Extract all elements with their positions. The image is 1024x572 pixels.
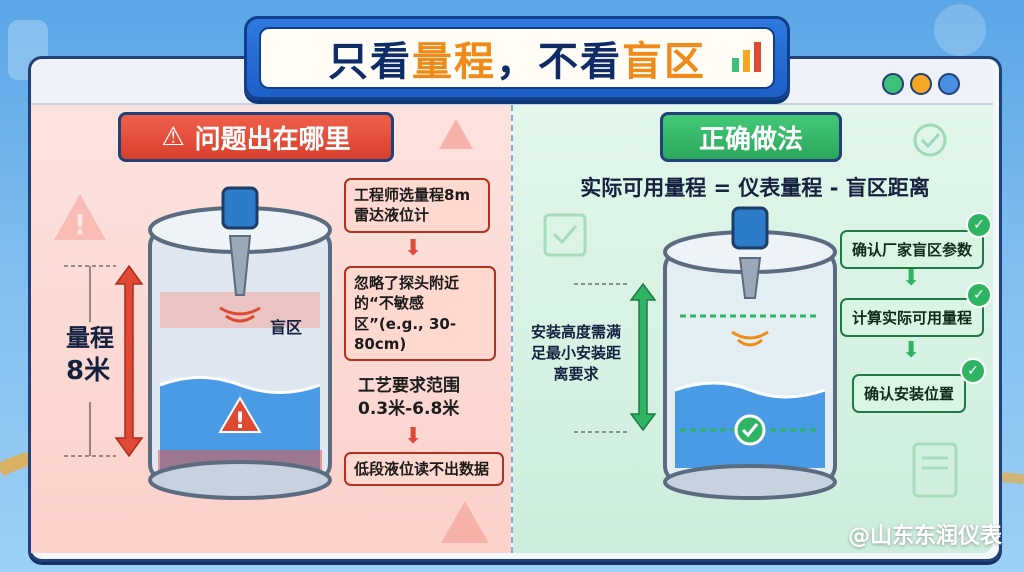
window-dot-blue [938, 73, 960, 95]
step-confirm-location: 确认安装位置 [852, 374, 967, 413]
window-dot-green [882, 73, 904, 95]
warning-icon: ⚠ [161, 122, 185, 152]
problem-header: ⚠问题出在哪里 [118, 112, 394, 162]
callout-ignored-blind-zone: 忽略了探头附近的“不敏感区”(e.g., 30-80cm) [344, 266, 496, 361]
check-icon: ✓ [966, 212, 992, 238]
title-banner: 只看量程，不看盲区 [244, 16, 790, 100]
watermark: @山东东润仪表 [847, 524, 1002, 549]
step-confirm-blind-zone: 确认厂家盲区参数 [840, 230, 985, 269]
warning-icon-decor [441, 501, 489, 543]
range-value: 8米 [66, 356, 111, 386]
range-bracket [64, 265, 116, 457]
tank-right [663, 206, 837, 500]
down-arrow-icon: ⬇ [404, 236, 423, 261]
tank-left: ! [148, 186, 332, 500]
check-icon-decor [913, 123, 947, 157]
callout-low-level-fail: 低段液位读不出数据 [344, 452, 504, 487]
callout-process-range: 工艺要求范围0.3米-6.8米 [358, 376, 460, 419]
install-note: 安装高度需满足最小安装距离要求 [530, 323, 621, 383]
check-icon: ✓ [966, 282, 992, 308]
solution-header: 正确做法 [660, 112, 842, 162]
bar-chart-icon [732, 42, 761, 72]
page-title: 只看量程，不看盲区 [328, 39, 706, 85]
callout-engineer-choice: 工程师选量程8m雷达液位计 [344, 178, 490, 233]
svg-text:!: ! [235, 409, 245, 434]
range-arrow [114, 264, 144, 458]
check-icon: ✓ [960, 358, 986, 384]
usable-range-arrow [629, 282, 657, 432]
checklist-icon-decor [543, 213, 587, 257]
blind-zone-label: 盲区 [270, 318, 303, 337]
install-bracket [574, 283, 630, 433]
warning-icon-decor [439, 119, 473, 149]
step-calculate-range: 计算实际可用量程 [840, 298, 985, 337]
warning-icon-decor: ! [54, 194, 106, 241]
down-arrow-icon: ⬇ [902, 338, 921, 363]
window-dot-orange [910, 73, 932, 95]
document-icon-decor [912, 442, 958, 498]
down-arrow-icon: ⬇ [404, 424, 423, 449]
panel-divider [511, 105, 513, 553]
formula-text: 实际可用量程 = 仪表量程 - 盲区距离 [580, 176, 930, 200]
range-label: 量程 [66, 324, 114, 352]
svg-text:!: ! [74, 208, 87, 241]
down-arrow-icon: ⬇ [902, 266, 921, 291]
